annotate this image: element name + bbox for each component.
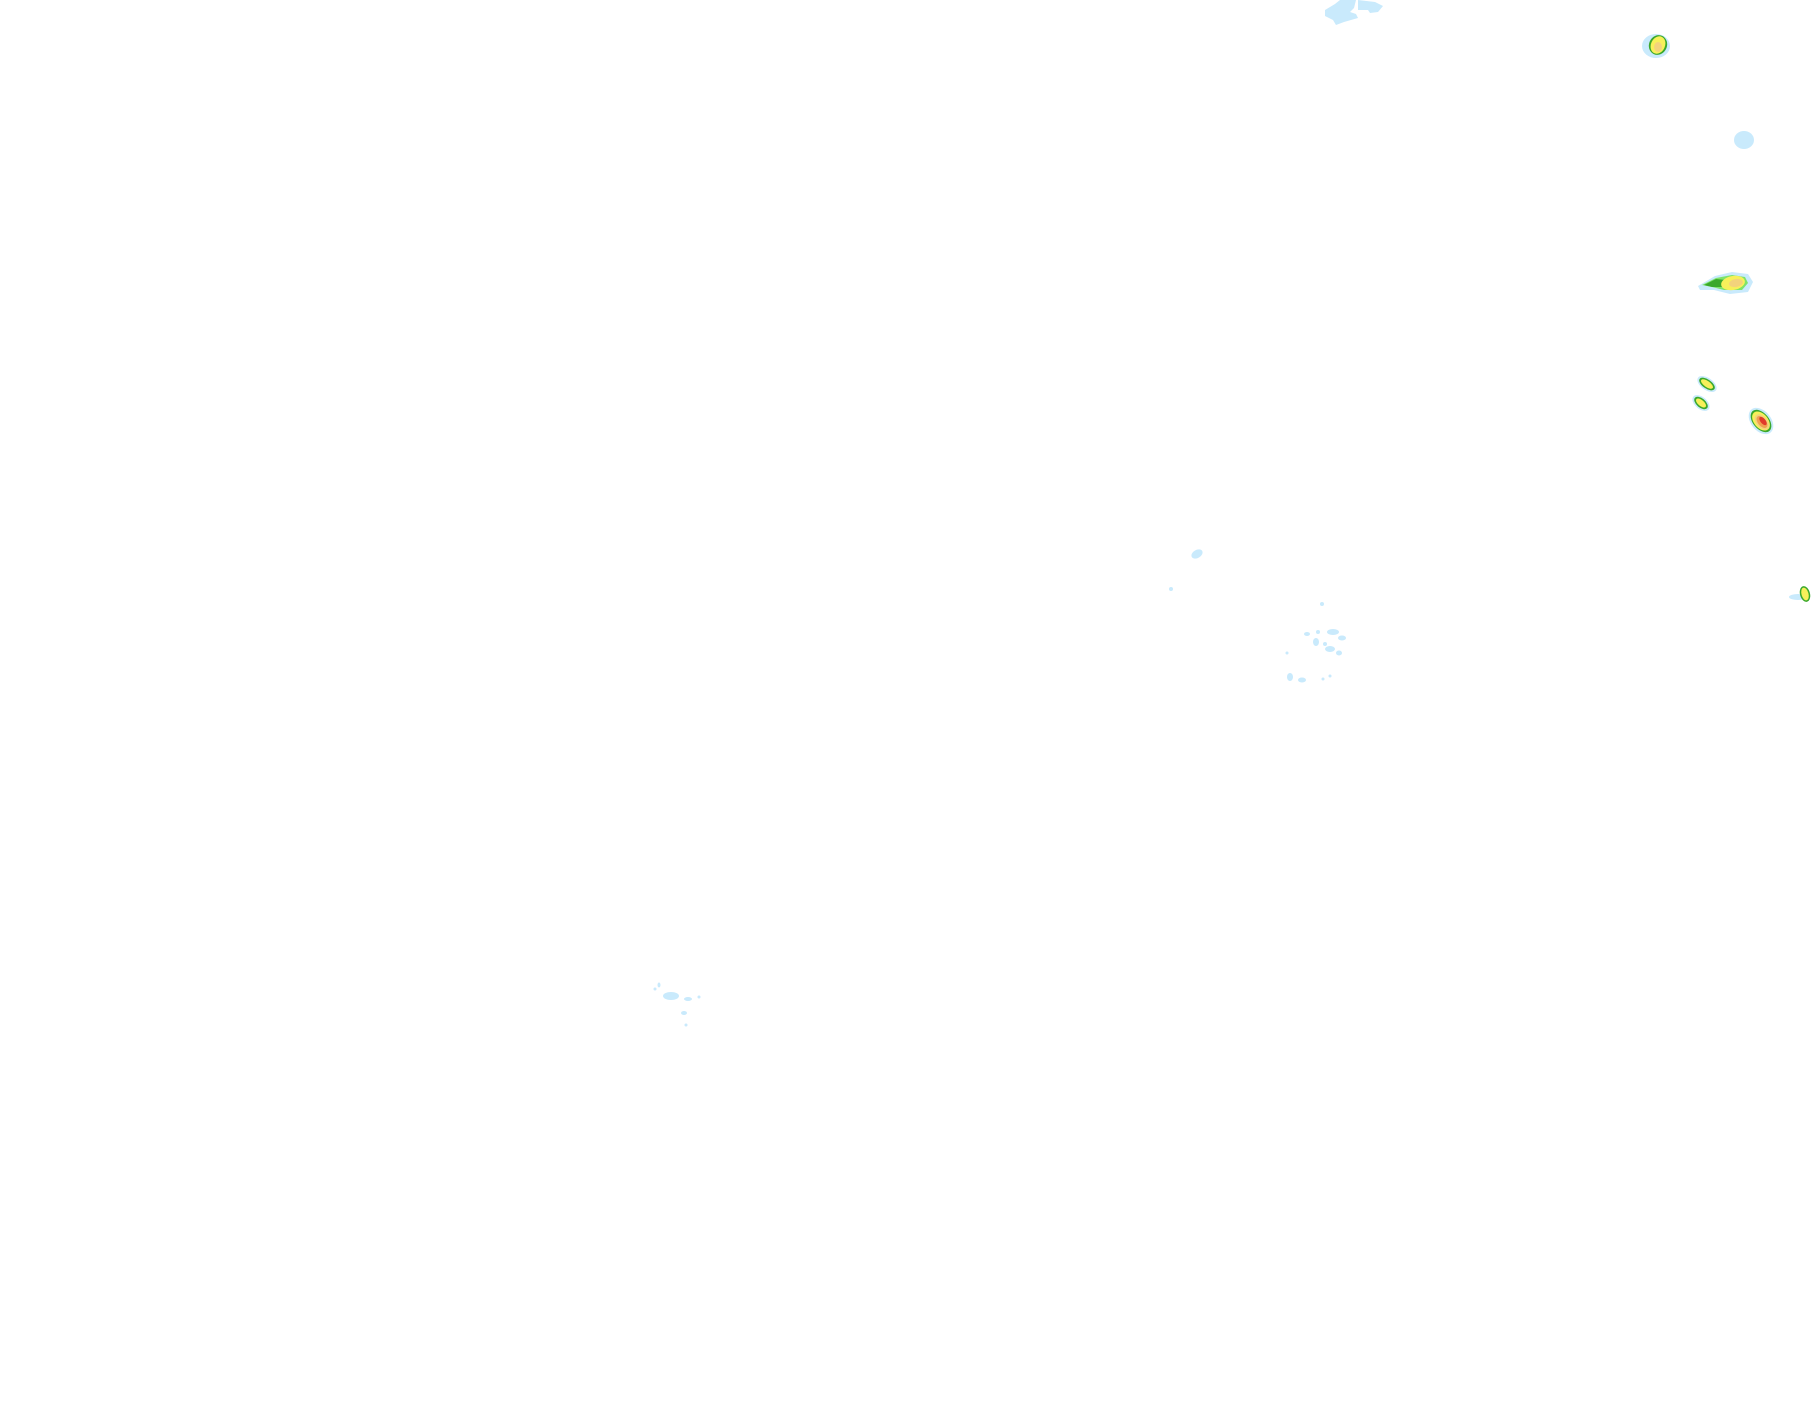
light-echo-cluster-top — [1325, 0, 1383, 25]
storm-cell-1 — [1642, 34, 1670, 58]
storm-cell-5 — [1789, 586, 1811, 602]
light-echo — [1734, 131, 1754, 149]
light-echo-scatter-southwest — [653, 982, 701, 1027]
light-echo-scatter-center — [1169, 549, 1346, 683]
storm-cell-4 — [1692, 395, 1710, 411]
storm-cell-severe — [1748, 407, 1774, 435]
storm-cell-3 — [1697, 376, 1717, 392]
storm-cell-2 — [1698, 272, 1753, 294]
